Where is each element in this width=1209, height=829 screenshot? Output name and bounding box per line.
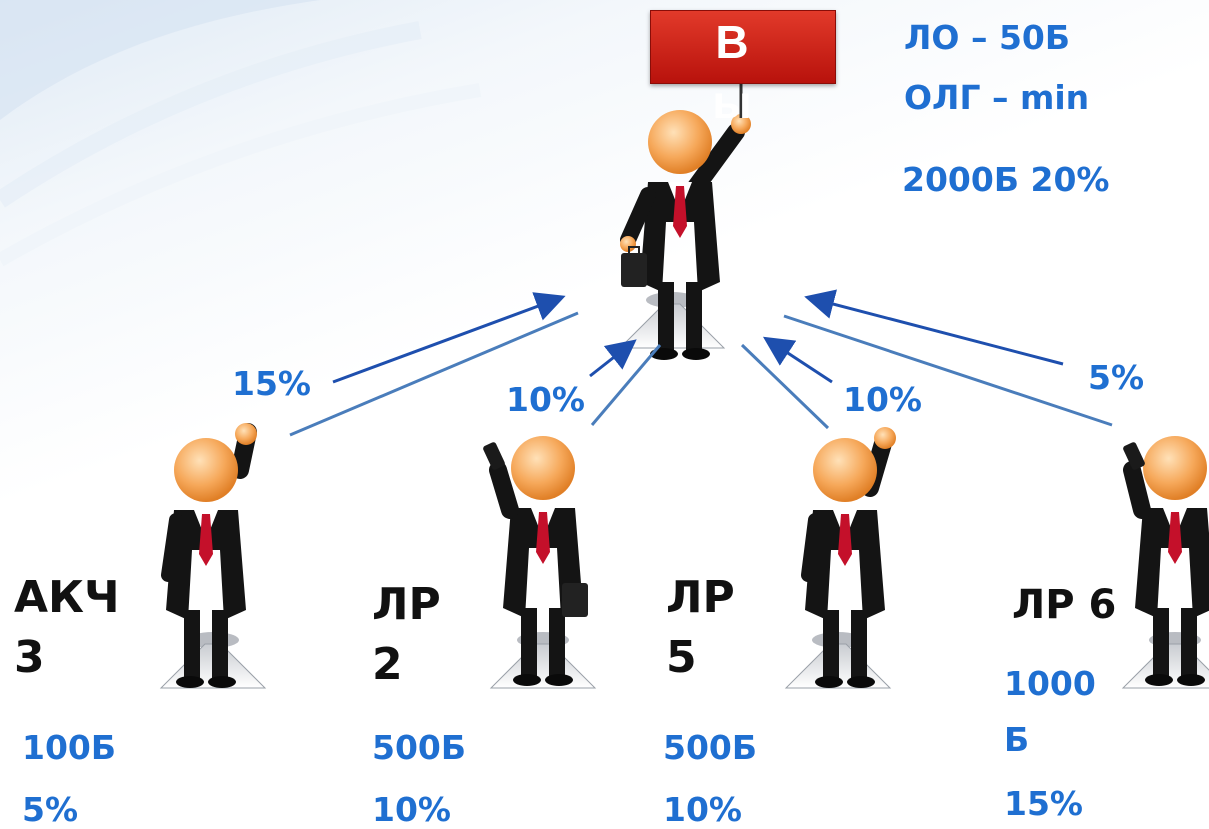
member-name-1: АКЧ 3	[14, 572, 120, 683]
businessman-2	[489, 436, 596, 689]
member-name-3: ЛР 5	[666, 572, 735, 683]
businessman-3	[785, 427, 896, 689]
phone-icon-2	[1123, 442, 1145, 470]
member-name-2: ЛР 2	[372, 579, 441, 690]
member-points-1: 100Б	[22, 728, 117, 767]
arrow-label-3: 10%	[843, 380, 922, 419]
arrow-3	[762, 336, 833, 384]
member-percent-1: 5%	[22, 790, 79, 829]
member-percent-3: 10%	[663, 790, 742, 829]
businessman-1	[160, 423, 266, 689]
arrow-4	[804, 289, 1064, 366]
arrow-2	[589, 339, 637, 378]
member-percent-4: 15%	[1004, 784, 1083, 823]
businessman-4	[1122, 436, 1209, 689]
member-points-4: 1000 Б	[1004, 664, 1096, 759]
top-info-line1: ЛО – 50Б	[904, 18, 1071, 57]
red-sign	[650, 10, 836, 84]
arrows	[332, 289, 1064, 384]
phone-icon	[483, 442, 505, 470]
briefcase-icon	[621, 246, 647, 287]
sign-text: Вы	[712, 16, 752, 128]
top-info-line3: 2000Б 20%	[902, 160, 1110, 199]
member-percent-2: 10%	[372, 790, 451, 829]
member-points-3: 500Б	[663, 728, 758, 767]
member-name-4: ЛР 6	[1012, 582, 1117, 628]
arrow-1	[332, 292, 566, 384]
arrow-label-2: 10%	[506, 380, 585, 419]
arrow-label-1: 15%	[232, 364, 311, 403]
member-points-2: 500Б	[372, 728, 467, 767]
briefcase-icon-2	[562, 583, 588, 617]
arrow-label-4: 5%	[1088, 358, 1145, 397]
connector-lines	[289, 311, 1113, 437]
businessman-top	[620, 82, 751, 360]
top-info-line2: ОЛГ – min	[904, 78, 1090, 117]
